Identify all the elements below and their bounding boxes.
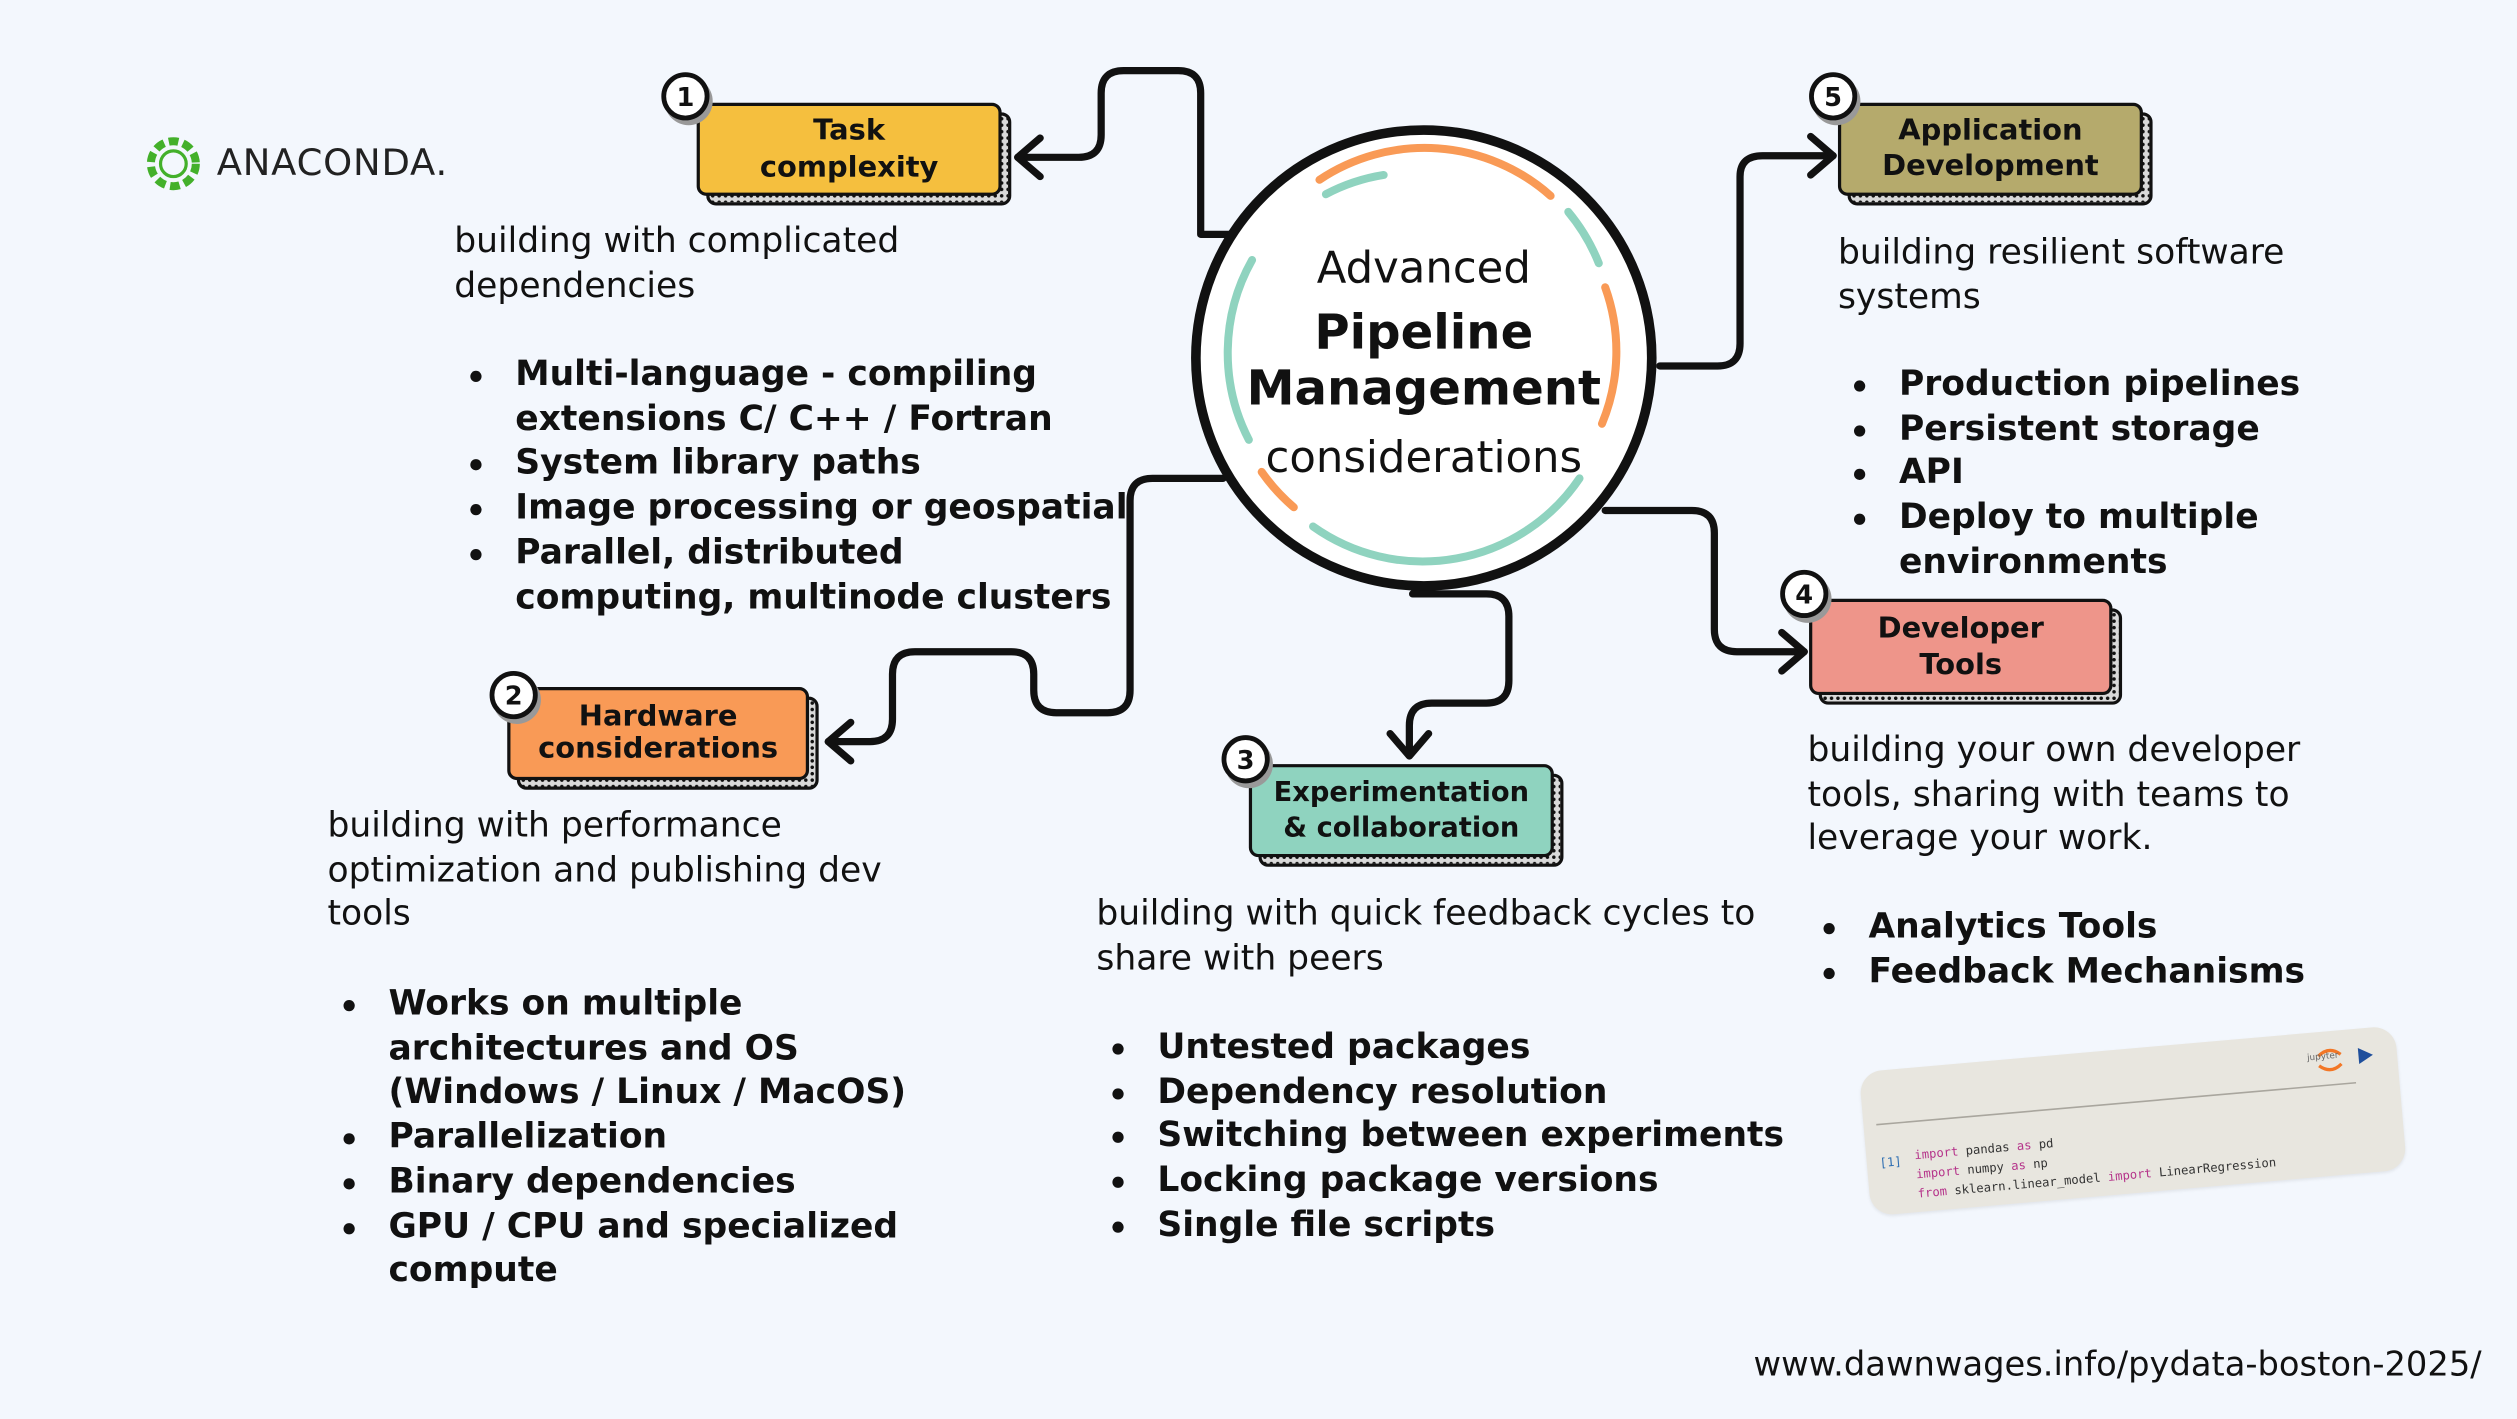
list-item: Parallelization xyxy=(327,1116,937,1160)
center-title-advanced: Advanced xyxy=(1316,243,1531,294)
jupyter-logo-icon xyxy=(2317,1048,2343,1072)
topic-box-developer-tools: Developer Tools xyxy=(1809,598,2123,705)
description-application-development: building resilient software systems xyxy=(1837,232,2285,318)
topic-label-hardware: Hardware considerations xyxy=(507,687,810,781)
list-item: Feedback Mechanisms xyxy=(1807,950,2385,994)
central-topic-circle: Advanced Pipeline Management considerati… xyxy=(1191,125,1657,591)
title-line: Development xyxy=(1882,149,2099,183)
title-line: Task xyxy=(813,113,886,148)
arrowhead-application-development xyxy=(1807,132,1837,179)
bullet-list-experimentation: Untested packages Dependency resolution … xyxy=(1096,1026,1786,1248)
connector-hardware xyxy=(824,474,1227,746)
arrowhead-experimentation xyxy=(1386,729,1433,760)
connector-task-complexity xyxy=(1014,67,1234,238)
cell-divider xyxy=(1876,1081,2357,1126)
title-line: Tools xyxy=(1919,648,2003,683)
description-task-complexity: building with complicated dependencies xyxy=(454,221,900,306)
list-item: Locking package versions xyxy=(1096,1159,1786,1203)
bullet-list-hardware: Works on multiple architectures and OS (… xyxy=(327,982,937,1293)
topic-box-task-complexity: Task complexity xyxy=(696,102,1012,206)
code-keyword: import xyxy=(1915,1163,1961,1182)
bullet-list-task-complexity: Multi-language - compiling extensions C/… xyxy=(454,353,1128,620)
arrowhead-task-complexity xyxy=(1014,134,1044,181)
connector-developer-tools xyxy=(1601,506,1808,656)
description-developer-tools: building your own developer tools, shari… xyxy=(1807,730,2301,859)
code-text: pd xyxy=(2030,1135,2054,1153)
topic-box-application-development: Application Development xyxy=(1837,102,2153,206)
number-badge-3: 3 xyxy=(1221,735,1270,784)
topic-box-hardware: Hardware considerations xyxy=(507,687,819,790)
topic-label-developer-tools: Developer Tools xyxy=(1809,598,2113,696)
dashed-ring-icon xyxy=(1223,143,1621,566)
code-keyword: from xyxy=(1917,1183,1948,1201)
topic-label-application-development: Application Development xyxy=(1837,102,2143,196)
list-item: Image processing or geospatial xyxy=(454,487,1128,531)
code-keyword: import xyxy=(2107,1165,2153,1185)
code-text: pandas xyxy=(1957,1139,2018,1159)
arrowhead-hardware xyxy=(824,718,855,765)
title-line: & collaboration xyxy=(1283,812,1520,845)
center-title-management: Management xyxy=(1246,361,1602,418)
title-line: complexity xyxy=(759,150,939,185)
list-item: Deploy to multiple environments xyxy=(1838,496,2416,585)
cell-prompt: [1] xyxy=(1879,1153,1903,1171)
topic-label-task-complexity: Task complexity xyxy=(696,102,1002,196)
anaconda-ring-icon xyxy=(146,137,200,191)
list-item: Switching between experiments xyxy=(1096,1115,1786,1159)
code-keyword: as xyxy=(2010,1157,2027,1174)
list-item: Untested packages xyxy=(1096,1026,1786,1070)
list-item: System library paths xyxy=(454,442,1128,486)
bullet-list-developer-tools: Analytics Tools Feedback Mechanisms xyxy=(1807,905,2385,994)
title-line: Experimentation xyxy=(1273,776,1530,810)
code-text: numpy xyxy=(1959,1158,2012,1178)
code-keyword: import xyxy=(1913,1144,1959,1163)
number-badge-1: 1 xyxy=(661,72,710,121)
title-line: Hardware xyxy=(578,699,738,734)
center-title-considerations: considerations xyxy=(1265,433,1583,484)
title-line: Application xyxy=(1898,113,2083,148)
code-text: np xyxy=(2025,1155,2049,1173)
list-item: Production pipelines xyxy=(1838,363,2416,407)
run-cell-icon[interactable] xyxy=(2357,1046,2374,1064)
list-item: Works on multiple architectures and OS (… xyxy=(327,982,937,1115)
topic-box-experimentation: Experimentation & collaboration xyxy=(1248,764,1564,867)
title-line: Developer xyxy=(1877,611,2044,646)
footer-url: www.dawnwages.info/pydata-boston-2025/ xyxy=(1753,1345,2482,1384)
list-item: Parallel, distributed computing, multino… xyxy=(454,531,1128,620)
description-experimentation: building with quick feedback cycles to s… xyxy=(1096,894,1756,979)
list-item: Dependency resolution xyxy=(1096,1070,1786,1114)
title-line: considerations xyxy=(538,731,779,766)
list-item: Single file scripts xyxy=(1096,1204,1786,1248)
connector-experimentation xyxy=(1405,590,1513,759)
list-item: Multi-language - compiling extensions C/… xyxy=(454,353,1128,442)
list-item: GPU / CPU and specialized compute xyxy=(327,1205,937,1294)
center-title-pipeline: Pipeline xyxy=(1314,304,1534,362)
list-item: API xyxy=(1838,452,2416,496)
code-text: LinearRegression xyxy=(2151,1155,2277,1181)
number-badge-2: 2 xyxy=(489,670,538,720)
number-badge-4: 4 xyxy=(1780,569,1829,619)
number-badge-5: 5 xyxy=(1809,72,1858,121)
connector-application-development xyxy=(1656,152,1837,370)
code-keyword: as xyxy=(2016,1137,2033,1154)
arrowhead-developer-tools xyxy=(1778,628,1808,675)
topic-label-experimentation: Experimentation & collaboration xyxy=(1248,764,1554,858)
jupyter-code-cell: jupyter [1] import pandas as pd import n… xyxy=(1858,1025,2408,1217)
list-item: Binary dependencies xyxy=(327,1160,937,1204)
description-hardware: building with performance optimization a… xyxy=(327,805,882,935)
bullet-list-application-development: Production pipelines Persistent storage … xyxy=(1838,363,2416,585)
anaconda-logo: ANACONDA. xyxy=(144,135,448,193)
list-item: Persistent storage xyxy=(1838,407,2416,451)
anaconda-wordmark: ANACONDA. xyxy=(216,142,449,185)
list-item: Analytics Tools xyxy=(1807,905,2385,949)
